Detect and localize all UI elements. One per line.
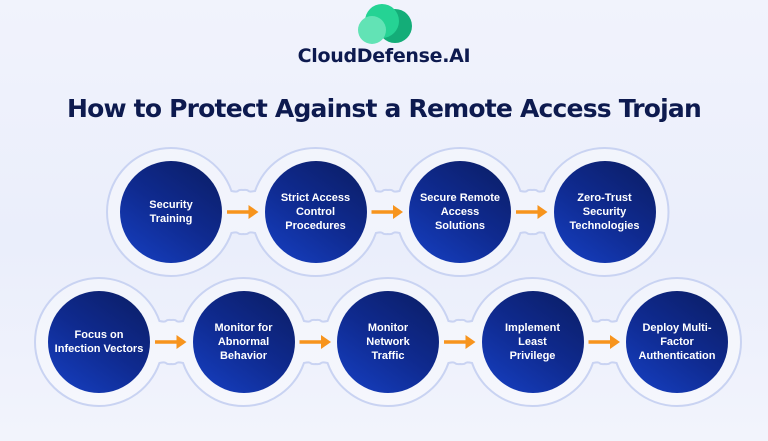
- step-label: Focus on Infection Vectors: [55, 328, 144, 356]
- step-label-line: Security: [149, 199, 193, 211]
- step-label-line: Control: [295, 206, 336, 218]
- step-label-line: Strict Access: [280, 192, 351, 204]
- arrow-right-icon: [516, 205, 548, 219]
- step-label-line: Secure Remote: [419, 192, 501, 204]
- cloud-circles-icon: [356, 4, 412, 44]
- step-label-line: Monitor: [367, 322, 409, 334]
- step-label-line: Infection Vectors: [54, 343, 144, 355]
- step-label-line: Zero-Trust: [577, 192, 632, 204]
- step-label-line: Privilege: [509, 350, 556, 362]
- arrow-right-icon: [588, 335, 620, 349]
- step-label-line: Abnormal: [217, 336, 270, 348]
- step-label-line: Solutions: [434, 220, 486, 232]
- page-title: How to Protect Against a Remote Access T…: [66, 94, 702, 123]
- step-label-line: Factor: [660, 336, 694, 348]
- step-label-line: Procedures: [285, 220, 346, 232]
- arrow-right-icon: [227, 205, 259, 219]
- logo-circle-light: [358, 16, 386, 44]
- step-label-line: Security: [582, 206, 627, 218]
- step-label-line: Least: [518, 336, 547, 348]
- step-label-line: Training: [149, 213, 193, 225]
- step-label-line: Access: [440, 206, 480, 218]
- step-label-line: Deploy Multi-: [642, 322, 712, 334]
- step-label-line: Monitor for: [214, 322, 273, 334]
- arrow-right-icon: [371, 205, 403, 219]
- step-label-line: Network: [366, 336, 410, 348]
- step-circle: Focus on Infection Vectors: [48, 291, 150, 393]
- step-label-line: Implement: [504, 322, 560, 334]
- arrow-right-icon: [444, 335, 476, 349]
- step-label-line: Authentication: [638, 350, 716, 362]
- step-label-line: Technologies: [569, 220, 640, 232]
- step-label-line: Behavior: [219, 350, 268, 362]
- brand-name: CloudDefense.AI: [297, 45, 471, 67]
- step-label-line: Focus on: [74, 329, 124, 341]
- step-label-line: Traffic: [371, 350, 405, 362]
- arrow-right-icon: [299, 335, 331, 349]
- arrow-right-icon: [155, 335, 187, 349]
